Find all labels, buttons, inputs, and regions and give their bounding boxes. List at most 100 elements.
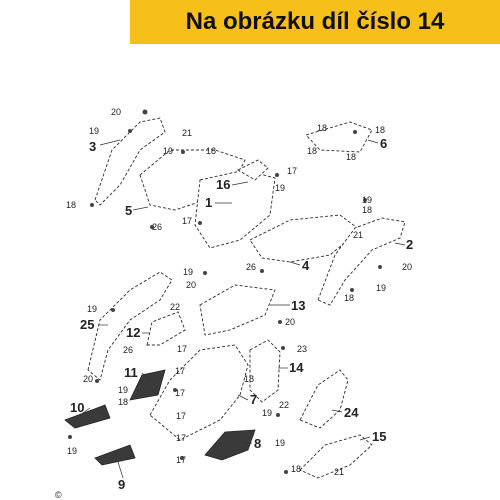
fastener-label-18: 18 — [375, 125, 385, 135]
fastener-label-17: 17 — [175, 366, 185, 376]
bolt — [181, 150, 185, 154]
part-16-shape — [237, 159, 269, 181]
bolt — [90, 203, 94, 207]
fastener-label-18: 18 — [346, 152, 356, 162]
part-6-shape — [305, 121, 373, 153]
part-label-9: 9 — [118, 477, 125, 492]
footer-mark: © — [55, 490, 62, 500]
part-13-shape — [199, 284, 276, 336]
leader-2 — [394, 242, 406, 246]
bolt — [95, 379, 99, 383]
fastener-label-26: 26 — [246, 262, 256, 272]
fastener-label-19: 19 — [118, 385, 128, 395]
leader-5 — [132, 206, 149, 211]
fastener-label-17: 17 — [176, 411, 186, 421]
bolt — [150, 225, 154, 229]
part-label-25: 25 — [80, 317, 94, 332]
fastener-label-23: 23 — [297, 344, 307, 354]
fastener-label-19: 19 — [275, 183, 285, 193]
part-8-shape — [204, 429, 256, 461]
part-label-16: 16 — [216, 177, 230, 192]
bolt — [276, 413, 280, 417]
fastener-label-17: 17 — [175, 388, 185, 398]
fastener-label-18: 18 — [307, 146, 317, 156]
bolt — [142, 109, 148, 115]
bolt — [363, 198, 367, 202]
fastener-label-20: 20 — [111, 107, 121, 117]
fastener-label-18: 18 — [362, 205, 372, 215]
bolt — [198, 221, 202, 225]
leader-11 — [141, 372, 151, 381]
bolt — [173, 388, 177, 392]
fastener-label-21: 21 — [334, 467, 344, 477]
fastener-label-20: 20 — [402, 262, 412, 272]
leader-24 — [331, 409, 343, 413]
bolt — [68, 435, 72, 439]
leader-3 — [99, 139, 121, 146]
part-label-10: 10 — [70, 400, 84, 415]
leader-7 — [237, 394, 249, 401]
part-label-1: 1 — [205, 195, 212, 210]
fastener-label-20: 20 — [186, 280, 196, 290]
bolt — [180, 456, 184, 460]
fastener-label-20: 20 — [285, 317, 295, 327]
bolt — [260, 269, 264, 273]
part-7-shape — [149, 344, 249, 441]
fastener-label-19: 19 — [376, 283, 386, 293]
part-2-shape — [317, 217, 406, 306]
part-label-8: 8 — [254, 436, 261, 451]
bolt — [275, 173, 279, 177]
fastener-label-22: 22 — [279, 400, 289, 410]
bolt — [278, 320, 282, 324]
fastener-label-19: 19 — [362, 195, 372, 205]
leader-16 — [231, 181, 249, 186]
fastener-label-18: 18 — [317, 123, 327, 133]
fastener-label-18: 18 — [118, 397, 128, 407]
part-label-6: 6 — [380, 136, 387, 151]
part-label-3: 3 — [89, 139, 96, 154]
part-14-shape — [249, 339, 281, 403]
part-label-13: 13 — [291, 298, 305, 313]
part-label-4: 4 — [302, 258, 310, 273]
bolt — [128, 129, 132, 133]
fastener-label-19: 19 — [163, 146, 173, 156]
bolt — [203, 271, 207, 275]
fastener-label-19: 19 — [89, 126, 99, 136]
part-5-shape — [139, 149, 246, 211]
part-10-shape — [64, 404, 111, 429]
fastener-label-18: 18 — [244, 374, 254, 384]
part-11-shape — [129, 369, 166, 401]
title-banner: Na obrázku díl číslo 14 — [130, 0, 500, 44]
part-12-shape — [146, 311, 186, 346]
fastener-label-26: 26 — [152, 222, 162, 232]
fastener-label-17: 17 — [177, 344, 187, 354]
bolt — [378, 265, 382, 269]
part-25-shape — [87, 271, 173, 381]
fastener-label-21: 21 — [182, 128, 192, 138]
bolt — [284, 470, 288, 474]
fastener-label-18: 18 — [206, 146, 216, 156]
title-text: Na obrázku díl číslo 14 — [185, 8, 445, 35]
part-3-shape — [94, 117, 166, 206]
bolt — [350, 288, 354, 292]
fastener-label-19: 19 — [87, 304, 97, 314]
fastener-label-19: 19 — [275, 438, 285, 448]
part-label-2: 2 — [406, 237, 413, 252]
part-label-11: 11 — [124, 365, 138, 380]
bolt — [353, 130, 357, 134]
bolt — [111, 308, 115, 312]
fastener-label-26: 26 — [123, 345, 133, 355]
fastener-label-17: 17 — [176, 455, 186, 465]
fastener-label-19: 19 — [183, 267, 193, 277]
fastener-label-19: 19 — [262, 408, 272, 418]
fastener-label-18: 18 — [66, 200, 76, 210]
fastener-label-22: 22 — [170, 302, 180, 312]
fastener-label-17: 17 — [287, 166, 297, 176]
fastener-label-18: 18 — [291, 464, 301, 474]
fastener-label-20: 20 — [83, 374, 93, 384]
part-label-5: 5 — [125, 203, 132, 218]
bolt — [281, 346, 285, 350]
leader-4 — [289, 261, 301, 266]
part-4-shape — [249, 214, 361, 263]
